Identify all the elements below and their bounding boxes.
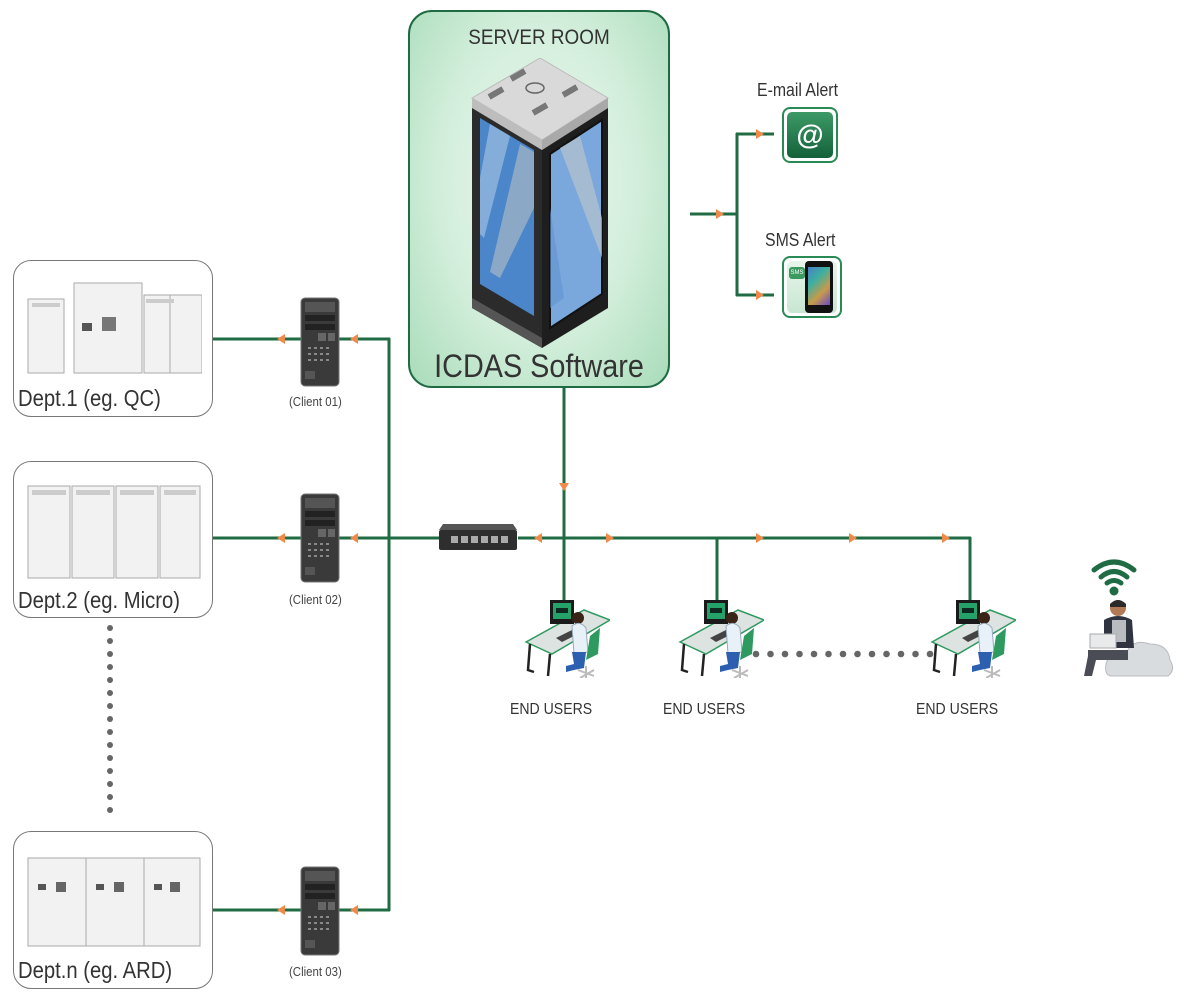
arrow-icon xyxy=(534,533,542,543)
dept-label: Dept.2 (eg. Micro) xyxy=(18,587,180,613)
dot xyxy=(107,651,113,657)
arrow-icon xyxy=(350,905,358,915)
chamber-equipment-icon xyxy=(27,485,201,579)
dot xyxy=(810,650,818,658)
dot xyxy=(796,650,803,658)
end-users-label: END USERS xyxy=(510,701,593,718)
wifi-icon xyxy=(1091,559,1137,596)
dot xyxy=(926,650,934,658)
dot xyxy=(107,716,113,722)
arrow-icon xyxy=(606,533,614,543)
at-glyph: @ xyxy=(796,119,824,150)
client-pc-icon xyxy=(300,493,340,588)
arrow-icon xyxy=(756,129,764,139)
client-label: (Client 01) xyxy=(289,394,342,409)
email-at-icon: @ xyxy=(782,107,838,163)
software-title: ICDAS Software xyxy=(434,348,644,384)
dot xyxy=(107,625,113,631)
sms-phone-icon: SMS xyxy=(782,256,842,318)
dot xyxy=(912,650,919,658)
arrow-icon xyxy=(849,533,857,543)
dot xyxy=(107,690,113,696)
dot xyxy=(107,755,113,761)
dot xyxy=(854,650,861,658)
end-users-label: END USERS xyxy=(916,701,999,718)
dot xyxy=(781,650,789,658)
end-users-label: END USERS xyxy=(663,701,746,718)
dot xyxy=(107,768,113,774)
dot xyxy=(107,703,113,709)
arrow-icon xyxy=(277,533,285,543)
server-rack-icon xyxy=(471,58,609,348)
server-room-title: SERVER ROOM xyxy=(468,26,610,49)
arrow-icon xyxy=(277,334,285,344)
arrow-icon xyxy=(350,334,358,344)
client-pc-icon xyxy=(300,297,340,392)
vertical-dots-connector xyxy=(107,625,113,813)
arrow-icon xyxy=(942,533,950,543)
department-box: Dept.2 (eg. Micro) xyxy=(13,461,213,618)
arrow-icon xyxy=(350,533,358,543)
chamber-equipment-icon xyxy=(27,282,202,374)
client-pc-icon xyxy=(300,866,340,961)
dept-label: Dept.n (eg. ARD) xyxy=(18,957,173,983)
arrow-icon xyxy=(716,209,724,219)
sms-badge: SMS xyxy=(789,267,805,279)
arrow-icon xyxy=(756,533,764,543)
dot xyxy=(825,650,832,658)
dept-label: Dept.1 (eg. QC) xyxy=(18,385,161,411)
chamber-equipment-icon xyxy=(27,857,201,947)
horizontal-dots-connector xyxy=(752,650,934,658)
phone-body xyxy=(805,261,833,313)
dot xyxy=(752,650,760,658)
dot xyxy=(107,807,113,813)
dot xyxy=(107,781,113,787)
end-user-workstation-icon xyxy=(520,598,612,683)
arrow-icon xyxy=(559,483,569,491)
cloud-user-icon xyxy=(1084,600,1174,677)
arrow-icon xyxy=(277,905,285,915)
dot xyxy=(767,650,774,658)
dot xyxy=(868,650,876,658)
department-box: Dept.n (eg. ARD) xyxy=(13,831,213,989)
client-label: (Client 02) xyxy=(289,592,342,607)
server-room-panel: SERVER ROOM ICDAS Software xyxy=(408,10,670,388)
department-box: Dept.1 (eg. QC) xyxy=(13,260,213,417)
dot xyxy=(107,742,113,748)
dot xyxy=(107,794,113,800)
dot xyxy=(839,650,847,658)
sms-alert-label: SMS Alert xyxy=(765,230,836,250)
end-user-workstation-icon xyxy=(674,598,766,683)
dot xyxy=(107,729,113,735)
end-user-workstation-icon xyxy=(926,598,1018,683)
arrow-icon xyxy=(756,290,764,300)
client-label: (Client 03) xyxy=(289,964,342,979)
dot xyxy=(897,650,905,658)
dot xyxy=(107,664,113,670)
dot xyxy=(107,638,113,644)
email-alert-label: E-mail Alert xyxy=(757,80,838,100)
network-switch-icon xyxy=(439,524,517,550)
dot xyxy=(107,677,113,683)
dot xyxy=(883,650,890,658)
